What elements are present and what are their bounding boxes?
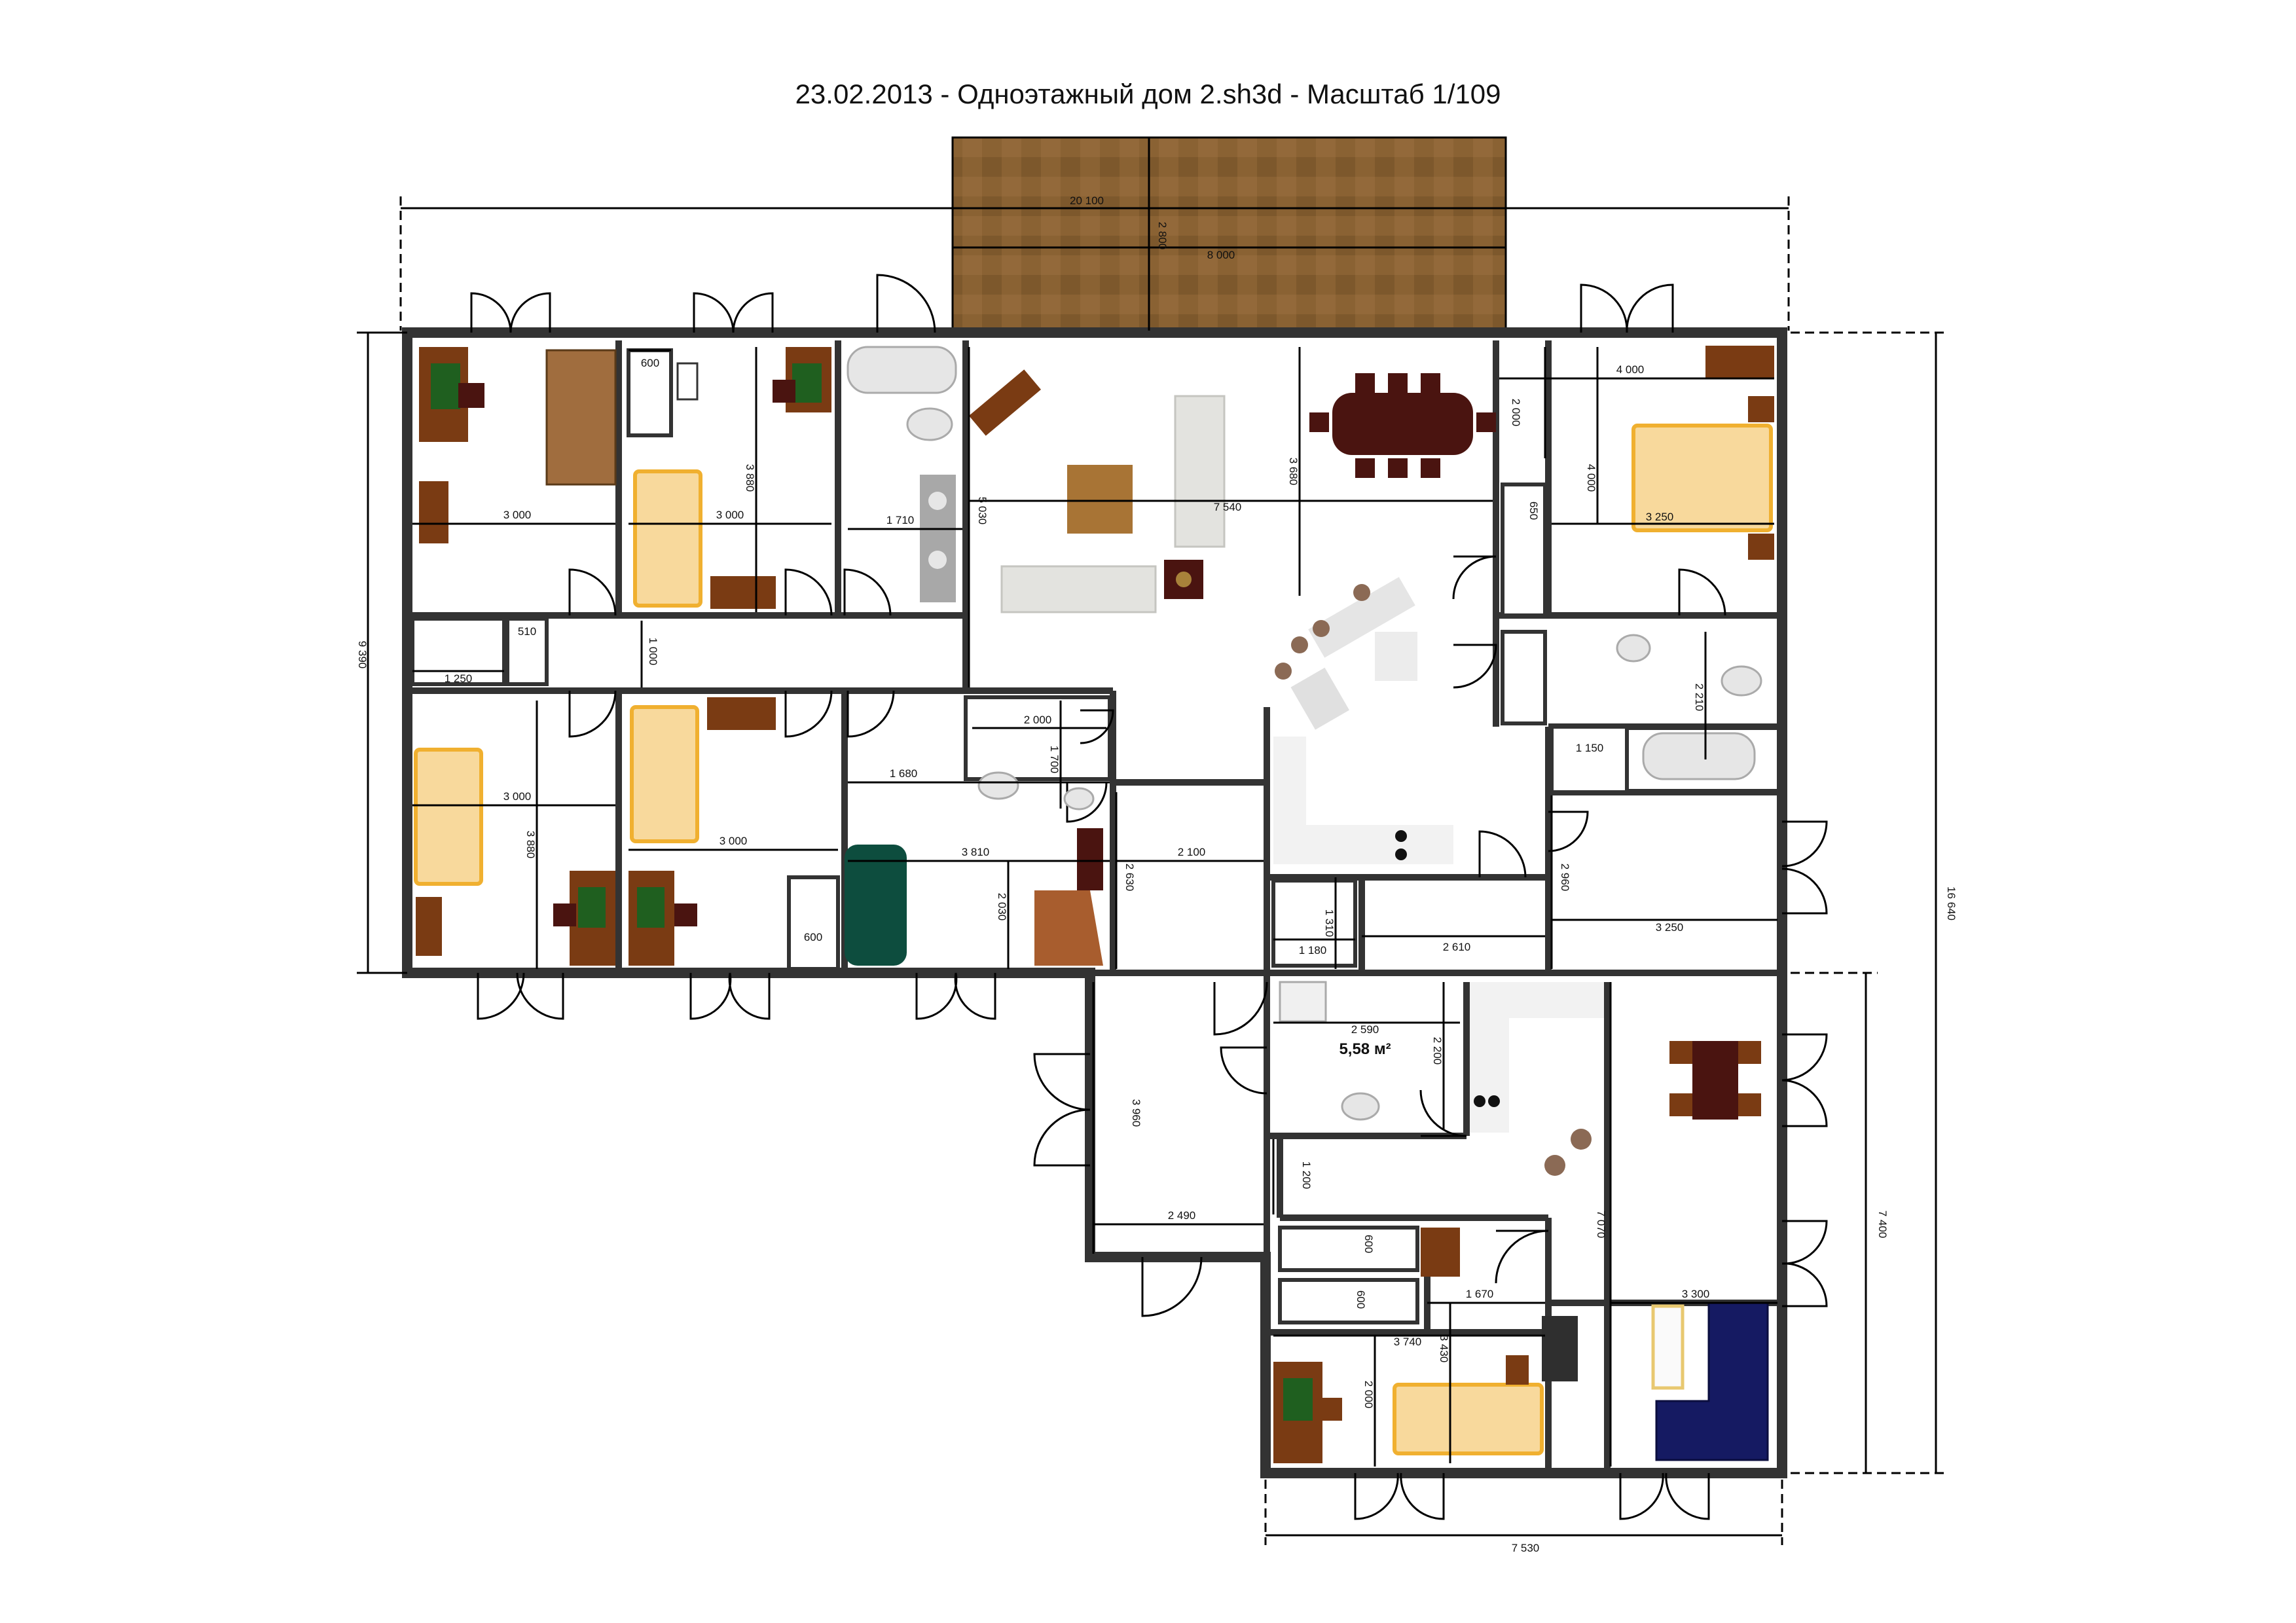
dim-3740: 3 740 <box>1394 1336 1422 1348</box>
dim-600-d: 600 <box>1355 1290 1367 1309</box>
dim-1680: 1 680 <box>890 767 918 780</box>
dim-2200: 2 200 <box>1431 1037 1444 1065</box>
bedroom-5-furniture <box>1273 1228 1544 1463</box>
dim-1670: 1 670 <box>1466 1288 1494 1300</box>
dim-3000-d: 3 000 <box>720 835 748 847</box>
dining-furniture <box>1309 373 1496 478</box>
dim-7070: 7 070 <box>1595 1211 1607 1239</box>
dim-3430: 3 430 <box>1438 1335 1450 1363</box>
dim-2590: 2 590 <box>1351 1023 1379 1036</box>
dim-3000-a: 3 000 <box>503 509 532 521</box>
dim-3300: 3 300 <box>1682 1288 1710 1300</box>
dim-2030: 2 030 <box>996 893 1008 921</box>
dimension-lines <box>357 141 1948 1545</box>
dim-2490: 2 490 <box>1168 1209 1196 1222</box>
dim-650: 650 <box>1527 501 1540 520</box>
dim-5030: 5 030 <box>976 497 989 525</box>
dim-3000-b: 3 000 <box>716 509 744 521</box>
dim-2000-c: 2 000 <box>1362 1381 1375 1409</box>
dim-2000-a: 2 000 <box>1510 399 1522 427</box>
bedroom-3-furniture <box>414 748 615 966</box>
dim-1700: 1 700 <box>1048 746 1061 774</box>
dim-2210: 2 210 <box>1693 684 1705 712</box>
small-bath-fixtures <box>1279 981 1380 1121</box>
dim-16640: 16 640 <box>1945 886 1958 921</box>
bathroom-2-fixtures <box>1616 634 1762 780</box>
wc-fixtures <box>977 771 1095 811</box>
dim-3680: 3 680 <box>1287 458 1300 486</box>
study-furniture <box>845 828 1103 966</box>
dim-7540: 7 540 <box>1214 501 1242 513</box>
bedroom-2-furniture <box>633 347 831 609</box>
living-room-furniture <box>969 369 1226 613</box>
dim-3880-b: 3 880 <box>524 831 537 859</box>
dim-2100: 2 100 <box>1178 846 1206 858</box>
bathroom-1-fixtures <box>847 346 957 602</box>
doors <box>470 274 1828 1520</box>
dim-1000: 1 000 <box>647 638 659 666</box>
dim-3880-a: 3 880 <box>744 464 756 492</box>
dim-1710: 1 710 <box>886 514 915 526</box>
dim-1310: 1 310 <box>1323 909 1336 938</box>
dim-2960: 2 960 <box>1559 864 1571 892</box>
dim-3250-a: 3 250 <box>1646 511 1674 523</box>
dim-1150: 1 150 <box>1576 742 1604 754</box>
dim-600-a: 600 <box>641 357 659 369</box>
dim-2000-b: 2 000 <box>1024 714 1052 726</box>
dim-3250-b: 3 250 <box>1656 921 1684 934</box>
terrace <box>951 136 1507 332</box>
dim-4000-b: 4 000 <box>1585 464 1597 492</box>
dim-8000: 8 000 <box>1207 249 1235 261</box>
dim-510: 510 <box>518 625 536 638</box>
closets <box>410 348 1629 1324</box>
dim-7400: 7 400 <box>1876 1211 1889 1239</box>
dim-4000-a: 4 000 <box>1616 363 1645 376</box>
dim-1200: 1 200 <box>1300 1161 1313 1190</box>
dim-2800: 2 800 <box>1156 222 1169 250</box>
dim-2610: 2 610 <box>1443 941 1471 953</box>
room-area-label: 5,58 м² <box>1339 1040 1391 1058</box>
bedroom-4-furniture <box>629 697 776 966</box>
lounge-furniture <box>1542 1302 1769 1461</box>
dim-2630: 2 630 <box>1123 864 1136 892</box>
dim-600-c: 600 <box>1362 1235 1375 1253</box>
page-title: 23.02.2013 - Одноэтажный дом 2.sh3d - Ма… <box>795 79 1501 109</box>
dim-3960: 3 960 <box>1130 1099 1142 1127</box>
dimension-labels: 20 100 2 800 8 000 9 390 16 640 7 400 7 … <box>356 194 1958 1554</box>
dim-600-b: 600 <box>804 931 822 943</box>
dim-1250: 1 250 <box>445 672 473 685</box>
kitchen-bar <box>1273 577 1453 864</box>
dim-7530: 7 530 <box>1512 1542 1540 1554</box>
dim-9390: 9 390 <box>356 641 369 669</box>
dim-3810: 3 810 <box>962 846 990 858</box>
dim-3000-c: 3 000 <box>503 790 532 803</box>
master-bedroom-furniture <box>1631 346 1774 560</box>
dim-1180: 1 180 <box>1299 944 1327 957</box>
kitchen-2 <box>1470 982 1761 1176</box>
dim-20100: 20 100 <box>1070 194 1104 207</box>
bedroom-1-furniture <box>419 347 617 543</box>
